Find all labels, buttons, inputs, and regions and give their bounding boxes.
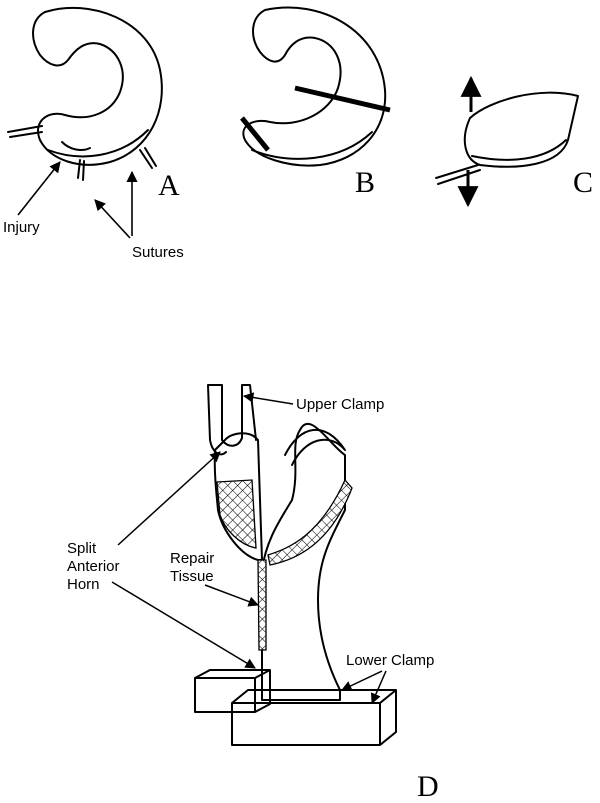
lower-clamp-arrow-left [341, 670, 383, 691]
meniscus-b [242, 6, 387, 167]
split-horn-arrow-down [111, 581, 256, 669]
upper-clamp [207, 384, 257, 456]
lower-clamp-right [231, 689, 397, 746]
panel-a: A Injury Sutures [3, 6, 184, 261]
split-horn-label-3: Horn [67, 576, 100, 593]
split-horn-arrow-up [117, 451, 221, 546]
suture-c [435, 164, 481, 185]
repair-tissue-strip [257, 559, 267, 651]
cut-line-right-b [294, 85, 391, 113]
lower-clamp-arrow-right [370, 670, 387, 704]
panel-c-letter: C [573, 166, 593, 199]
injury-label: Injury [3, 219, 40, 236]
rim-b [251, 131, 373, 160]
repair-tissue-label-1: Repair [170, 550, 214, 567]
repair-band-right [267, 478, 353, 566]
rim-a [47, 129, 149, 158]
upper-clamp-arrow [242, 392, 294, 405]
specimen-body [261, 422, 346, 701]
repair-tissue-label-2: Tissue [170, 568, 214, 585]
rim-c [471, 139, 567, 161]
panel-a-letter: A [158, 169, 180, 202]
repair-tissue-arrow [204, 584, 259, 607]
repair-mesh-arm [216, 479, 257, 549]
panel-b: B [240, 6, 391, 199]
panel-b-letter: B [355, 166, 375, 199]
panel-d: Upper Clamp Split Anterior Horn Repair T… [67, 384, 439, 803]
sutures-label: Sutures [132, 244, 184, 261]
injury-arrow [17, 161, 61, 216]
sutures-arrow-left [94, 199, 131, 239]
suture-right-a [139, 147, 157, 169]
meniscus-segment-c [463, 91, 579, 168]
split-horn-label-1: Split [67, 540, 97, 557]
specimen-top-face [284, 429, 346, 466]
lower-clamp-label: Lower Clamp [346, 652, 434, 669]
panel-d-letter: D [417, 770, 439, 803]
cut-line-left-b [240, 116, 270, 152]
split-horn-label-2: Anterior [67, 558, 120, 575]
suture-bottom-a [77, 159, 85, 181]
upper-clamp-label: Upper Clamp [296, 396, 384, 413]
suture-left-a [7, 125, 43, 138]
split-horn-arm [213, 432, 263, 561]
meniscus-a [32, 6, 163, 166]
panel-c: C [435, 75, 593, 208]
injury-mark-a [61, 141, 91, 151]
